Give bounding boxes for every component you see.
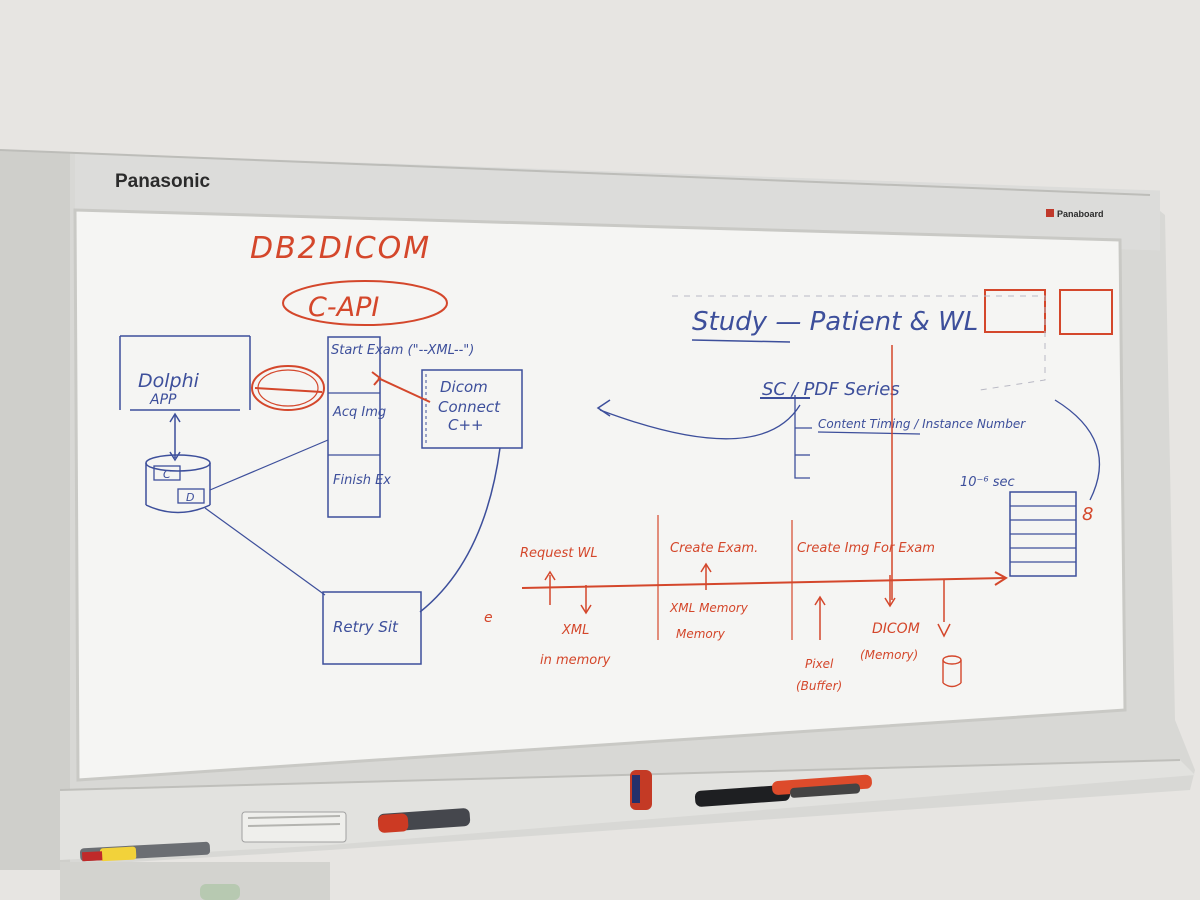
c-api-label: C-API	[308, 292, 379, 323]
db-to-finish-line	[209, 439, 329, 491]
dicom-line3: C++	[448, 416, 484, 434]
timeline	[521, 515, 1008, 640]
note-in-memory: in memory	[540, 653, 611, 668]
dolphi-label: Dolphi	[138, 370, 200, 392]
brand-right: Panaboard	[1057, 209, 1104, 219]
yellow-marker[interactable]	[79, 841, 211, 862]
sequence-column: Start Exam ("--XML--") Acq Img Finish Ex	[327, 336, 474, 518]
black-marker[interactable]	[694, 784, 791, 808]
note-xml: XML	[561, 623, 589, 638]
acq-img-label: Acq Img	[332, 405, 386, 420]
note-dicom: DICOM	[872, 621, 920, 637]
tree-lines	[794, 395, 810, 479]
note-xml-memory: XML Memory	[669, 601, 749, 615]
dolphi-app-box: Dolphi APP	[119, 335, 251, 411]
red-box-2	[1059, 289, 1113, 335]
whiteboard-surface	[75, 210, 1125, 780]
timeline-step-2: Create Exam.	[670, 541, 758, 556]
stack-box	[1009, 491, 1077, 577]
timeline-step-1: Request WL	[520, 546, 598, 561]
note-memory: Memory	[676, 627, 726, 641]
database-cylinder: C D	[145, 454, 211, 514]
note-small-e: e	[484, 610, 493, 626]
memory-cylinder	[942, 655, 962, 688]
series-return-arrow	[599, 404, 801, 440]
app-label: APP	[149, 392, 177, 408]
count-8: 8	[1082, 504, 1093, 525]
panaboard-logo: Panaboard	[1046, 209, 1104, 219]
timeline-step-3: Create Img For Exam	[797, 541, 935, 556]
retry-label: Retry Sit	[333, 618, 399, 636]
dicom-line2: Connect	[438, 398, 501, 416]
db-c-label: C	[163, 468, 171, 481]
c-api-ellipse	[282, 280, 448, 326]
eraser[interactable]	[241, 811, 347, 843]
study-header: Study — Patient & WL	[692, 307, 978, 337]
retry-box: Retry Sit	[322, 591, 422, 665]
db-to-retry-line	[204, 507, 326, 596]
brand-left: Panasonic	[115, 171, 210, 192]
note-dicom-memory: (Memory)	[860, 648, 918, 662]
dicom-connect-box: Dicom Connect C++	[421, 369, 523, 449]
right-curve	[1054, 399, 1101, 501]
seq-dicom-arrow	[377, 377, 431, 403]
dicom-line1: Dicom	[440, 378, 488, 396]
db-d-label: D	[186, 491, 194, 504]
note-buffer: (Buffer)	[796, 679, 842, 693]
board-title: DB2DICOM	[250, 231, 431, 266]
content-timing-label: Content Timing / Instance Number	[818, 417, 1026, 431]
red-cap[interactable]	[630, 770, 652, 810]
sc-pdf-label: SC / PDF Series	[762, 379, 900, 400]
dicom-retry-curve	[419, 447, 501, 613]
api-link-ellipse	[251, 365, 325, 411]
note-pixel: Pixel	[805, 657, 834, 671]
start-exam-label: Start Exam ("--XML--")	[331, 343, 474, 358]
finish-ex-label: Finish Ex	[333, 473, 391, 488]
red-marker-2[interactable]	[772, 774, 873, 798]
timing-unit: 10⁻⁶ sec	[960, 475, 1015, 490]
red-marker[interactable]	[377, 808, 471, 833]
